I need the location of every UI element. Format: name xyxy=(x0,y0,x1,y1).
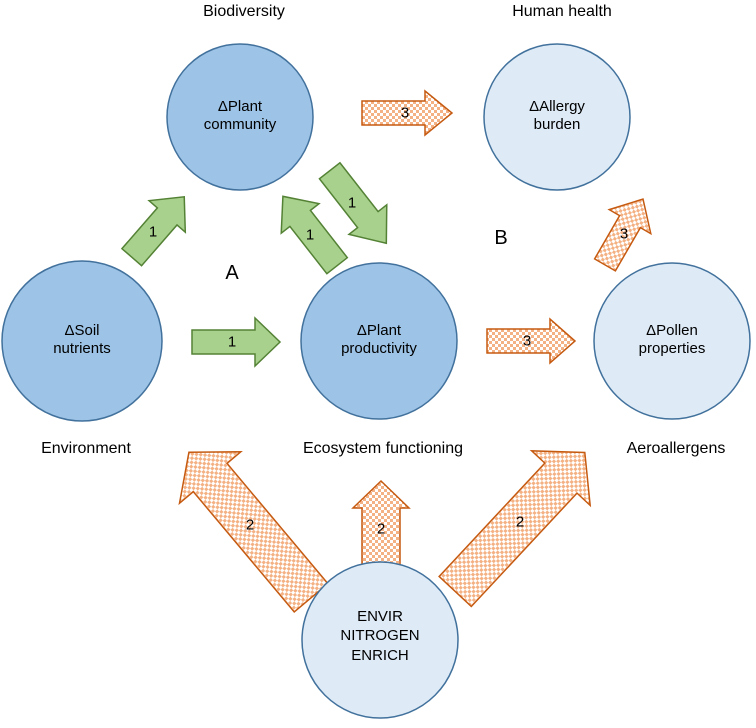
caption-human-health: Human health xyxy=(512,3,612,20)
node-soil-nutrients: ΔSoil nutrients xyxy=(1,260,163,422)
arrow-soil-to-community: 1 xyxy=(120,195,187,267)
arrow-label: 2 xyxy=(246,517,254,534)
caption-biodiversity: Biodiversity xyxy=(203,3,285,20)
node-label-line2: productivity xyxy=(341,340,417,357)
caption-ecosystem-functioning: Ecosystem functioning xyxy=(303,440,463,457)
node-nitrogen-enrichment: ENVIR NITROGEN ENRICH xyxy=(301,561,459,719)
arrow-label: 2 xyxy=(516,514,524,531)
node-label-line3: ENRICH xyxy=(351,647,409,664)
node-label-line1: ΔSoil xyxy=(64,322,99,339)
node-label-line1: ΔPlant xyxy=(218,98,263,115)
arrow-label: 3 xyxy=(401,105,409,122)
region-label-b: B xyxy=(494,227,507,249)
arrow-label: 1 xyxy=(228,334,236,351)
node-allergy-burden: ΔAllergy burden xyxy=(483,43,631,191)
node-label-line2: NITROGEN xyxy=(340,627,419,644)
arrow-productivity-to-community: 1 xyxy=(280,195,349,275)
arrow-soil-to-productivity: 1 xyxy=(191,316,282,368)
node-label-line2: properties xyxy=(639,340,706,357)
node-label-line2: community xyxy=(204,116,277,133)
caption-aeroallergens: Aeroallergens xyxy=(627,440,726,457)
node-plant-community: ΔPlant community xyxy=(166,43,314,191)
arrow-label: 2 xyxy=(377,521,385,538)
node-pollen-properties: ΔPollen properties xyxy=(593,262,751,420)
arrow-pollen-to-allergy: 3 xyxy=(593,198,652,272)
arrow-label: 1 xyxy=(348,195,356,212)
node-label-line1: ΔPlant xyxy=(357,322,402,339)
arrow-label: 1 xyxy=(306,227,314,244)
node-label-line2: nutrients xyxy=(53,340,111,357)
arrow-nitrogen-to-soil: 2 xyxy=(178,451,329,613)
node-label-line2: burden xyxy=(534,116,581,133)
arrow-productivity-to-pollen: 3 xyxy=(486,317,577,365)
arrow-community-to-productivity: 1 xyxy=(318,161,388,245)
node-label-line1: ENVIR xyxy=(357,608,403,625)
arrow-nitrogen-to-pollen: 2 xyxy=(438,450,592,608)
arrow-label: 1 xyxy=(149,224,157,241)
arrow-label: 3 xyxy=(620,226,628,243)
region-label-a: A xyxy=(225,262,239,284)
caption-environment: Environment xyxy=(41,440,131,457)
arrow-community-to-allergy: 3 xyxy=(361,89,454,137)
arrow-label: 3 xyxy=(523,333,531,350)
node-label-line1: ΔPollen xyxy=(646,322,698,339)
node-label-line1: ΔAllergy xyxy=(529,98,585,115)
arrow-nitrogen-to-productivity: 2 xyxy=(351,479,411,570)
node-plant-productivity: ΔPlant productivity xyxy=(300,262,458,420)
